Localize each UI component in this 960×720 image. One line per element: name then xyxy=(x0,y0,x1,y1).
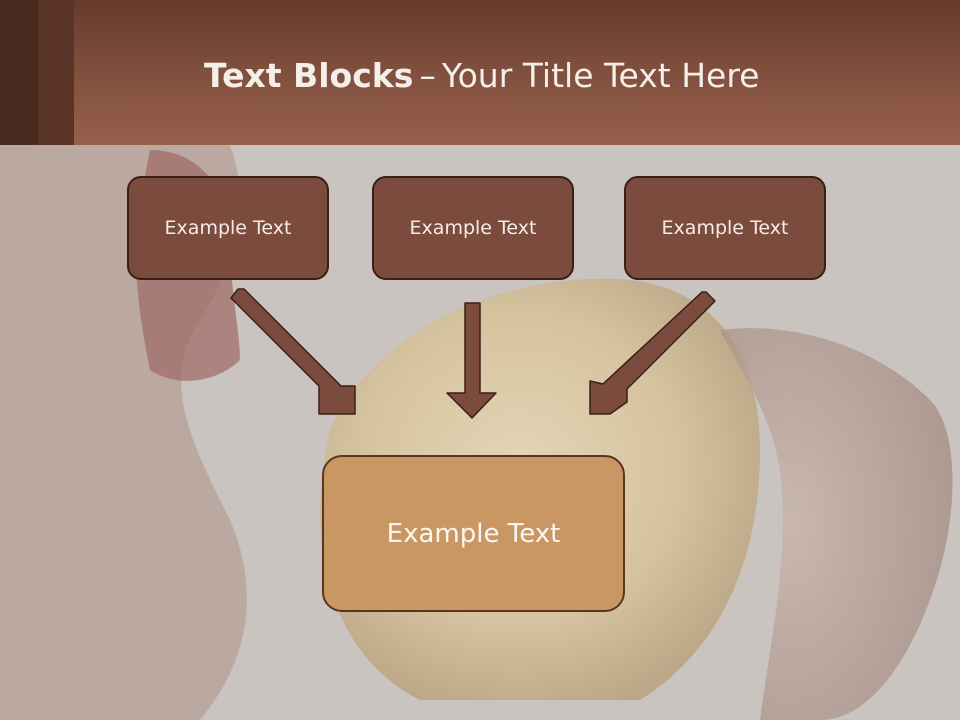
header-accent-band-inner xyxy=(38,0,74,145)
slide-header xyxy=(0,0,960,145)
hand-shape xyxy=(720,328,953,720)
title-bold-part: Text Blocks xyxy=(204,56,414,95)
text-block-2: Example Text xyxy=(372,176,574,280)
title-rest-part: Your Title Text Here xyxy=(441,56,760,95)
text-block-1: Example Text xyxy=(127,176,329,280)
title-separator: – xyxy=(419,56,436,95)
text-block-3: Example Text xyxy=(624,176,826,280)
header-accent-band xyxy=(0,0,38,145)
target-text-block: Example Text xyxy=(322,455,625,612)
slide-title: Text Blocks–Your Title Text Here xyxy=(204,52,760,100)
